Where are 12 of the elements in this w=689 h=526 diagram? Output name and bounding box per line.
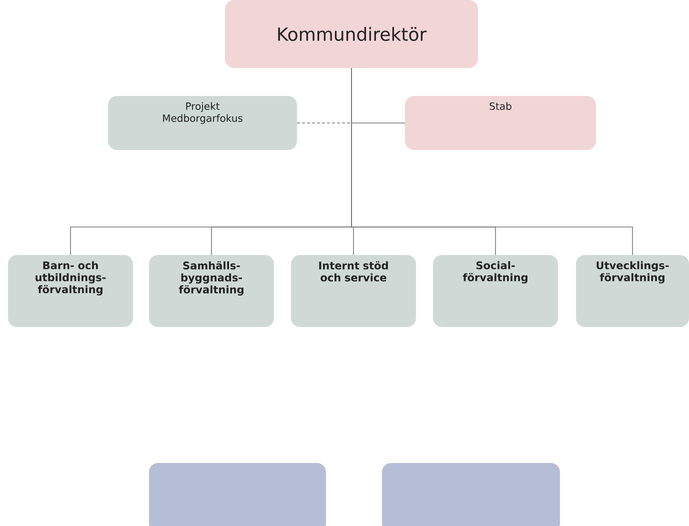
- department-box: Utvecklings- förvaltning: [576, 255, 689, 327]
- connector-line: [351, 68, 633, 256]
- department-box: Internt stöd och service: [291, 255, 416, 327]
- director-box: Kommundirektör: [225, 0, 478, 68]
- connector-line: [296, 122, 352, 124]
- department-box: Samhälls- byggnads- förvaltning: [149, 255, 274, 327]
- box-shape: [382, 463, 560, 526]
- box-shape: [149, 463, 326, 526]
- unit-box: Projekt Medborgarfokus: [108, 96, 297, 150]
- department-box: Social- förvaltning: [433, 255, 558, 327]
- department-box: Barn- och utbildnings- förvaltning: [8, 255, 133, 327]
- unit-box: Stab: [405, 96, 596, 150]
